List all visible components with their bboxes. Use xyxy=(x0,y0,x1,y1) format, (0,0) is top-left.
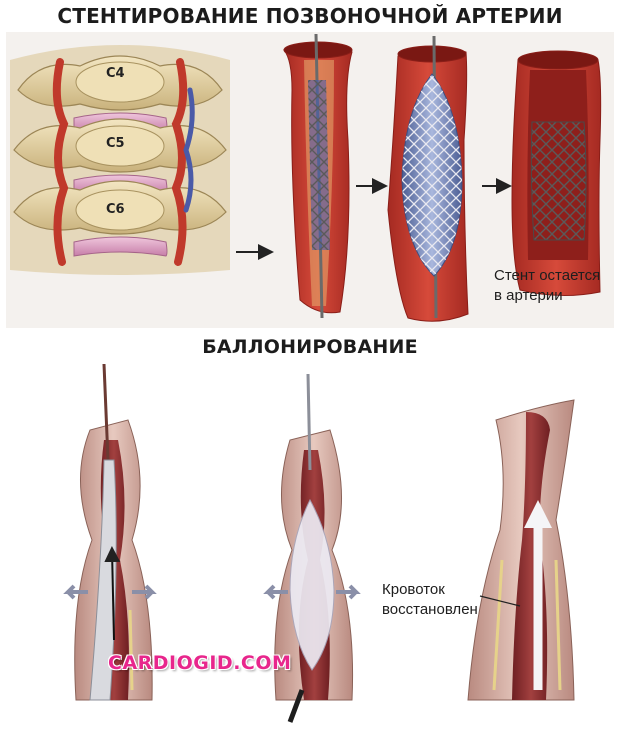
cervical-spine-illustration xyxy=(10,45,230,275)
vessel-balloon-stage xyxy=(387,35,469,322)
disc-lower xyxy=(73,236,168,257)
catheter-tip-2 xyxy=(306,373,312,471)
insert-direction-arrow xyxy=(104,546,121,641)
vertebra-label-c6: C6 xyxy=(106,202,125,217)
pressure-arrow-left-2 xyxy=(263,584,288,600)
catheter-tip-1 xyxy=(102,363,110,461)
implanted-stent xyxy=(530,121,587,241)
vertebra-label-c4: C4 xyxy=(106,66,125,81)
pressure-arrow-right-1 xyxy=(132,584,157,600)
blood-flow-caption: Кровоток восстановлен xyxy=(382,580,478,620)
catheter-sheath-1 xyxy=(89,459,117,701)
pressure-arrow-left-1 xyxy=(63,584,88,600)
flow-callout-line xyxy=(479,595,521,607)
stent-caption-line2: в артерии xyxy=(494,287,563,304)
flow-caption-line2: восстановлен xyxy=(382,601,478,618)
ballooning-vessel-1 xyxy=(63,363,157,701)
vessel-catheter-stage xyxy=(283,33,353,319)
ballooning-vessel-2 xyxy=(263,373,361,723)
pressure-arrow-right-2 xyxy=(336,584,361,600)
vessel-stent-stage xyxy=(511,50,602,297)
flow-caption-line1: Кровоток xyxy=(382,581,445,598)
ballooning-vessel-3 xyxy=(467,399,575,701)
stent-caption-line1: Стент остается xyxy=(494,267,601,284)
balloon-inflated-2 xyxy=(289,498,335,671)
ballooning-title: БАЛЛОНИРОВАНИЕ xyxy=(202,336,418,358)
site-watermark: CARDIOGID.COM xyxy=(108,652,292,674)
vertebral-artery-left xyxy=(52,58,69,266)
vertebra-label-c5: C5 xyxy=(106,136,125,151)
main-title: СТЕНТИРОВАНИЕ ПОЗВОНОЧНОЙ АРТЕРИИ xyxy=(57,4,563,28)
vertebral-artery-right xyxy=(171,58,188,266)
stent-remains-caption: Стент остается в артерии xyxy=(494,266,600,306)
